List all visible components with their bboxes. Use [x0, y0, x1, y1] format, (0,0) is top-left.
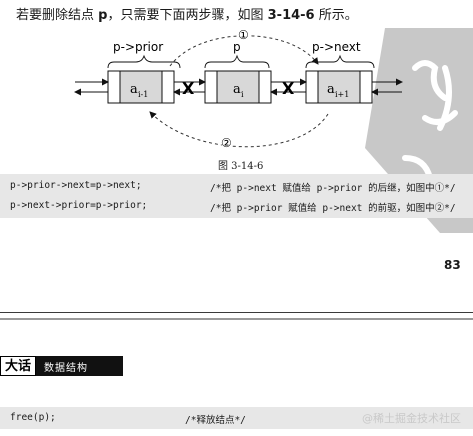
- page-divider: [0, 312, 473, 313]
- free-code-block: free(p); /*释放结点*/: [0, 407, 473, 429]
- book-header: 大话 数据结构: [0, 356, 123, 376]
- label-p: p: [233, 40, 241, 54]
- cross-right: X: [282, 79, 295, 98]
- intro-sentence: 若要删除结点 p，只需要下面两步骤，如图 3-14-6 所示。: [16, 4, 358, 23]
- cross-left: X: [182, 79, 195, 98]
- header-main: 大话: [0, 356, 37, 376]
- brace-mid: [204, 54, 270, 69]
- code-block: p->prior->next=p->next; /*把 p->next 赋值给 …: [0, 174, 473, 218]
- svg-text:i-1: i-1: [138, 90, 148, 99]
- free-stmt: free(p);: [10, 412, 56, 423]
- label-next: p->next: [312, 40, 361, 54]
- node-left: a i-1: [107, 70, 175, 104]
- figure-caption: 图 3-14-6: [218, 161, 264, 172]
- page-divider-shadow: [0, 318, 473, 320]
- free-comment: /*释放结点*/: [185, 415, 246, 426]
- svg-text:a: a: [233, 82, 241, 97]
- step1-label: ①: [238, 28, 249, 42]
- intro-figref: 3-14-6: [267, 8, 315, 23]
- svg-text:i: i: [241, 90, 244, 99]
- step2-label: ②: [221, 136, 232, 150]
- step1-arc: [169, 35, 319, 67]
- code-comment-2: /*把 p->prior 赋值给 p->next 的前驱，如图中②*/: [210, 203, 456, 214]
- svg-text:i+1: i+1: [335, 90, 349, 99]
- step2-arc: [149, 111, 329, 148]
- page-number: 83: [444, 258, 461, 272]
- node-mid: a i: [204, 70, 272, 104]
- brace-right: [305, 54, 375, 69]
- code-comment-1: /*把 p->next 赋值给 p->prior 的后继，如图中①*/: [210, 183, 456, 194]
- source-watermark: @稀土掘金技术社区: [362, 412, 461, 425]
- intro-prefix: 若要删除结点: [16, 8, 95, 23]
- header-sub: 数据结构: [44, 362, 89, 374]
- intro-suffix: ，只需要下面两步骤，如图: [107, 8, 264, 23]
- svg-text:a: a: [327, 82, 335, 97]
- svg-text:a: a: [130, 82, 138, 97]
- node-right: a i+1: [305, 70, 373, 104]
- linked-list-diagram: ① ② p->prior p p->next a i-1 a i a i+1 X…: [74, 28, 403, 150]
- intro-end: 所示。: [318, 8, 358, 23]
- brace-left: [107, 54, 181, 69]
- code-line-1: p->prior->next=p->next;: [10, 180, 142, 191]
- intro-var: p: [98, 8, 108, 23]
- label-prior: p->prior: [113, 40, 163, 54]
- code-line-2: p->next->prior=p->prior;: [10, 200, 148, 211]
